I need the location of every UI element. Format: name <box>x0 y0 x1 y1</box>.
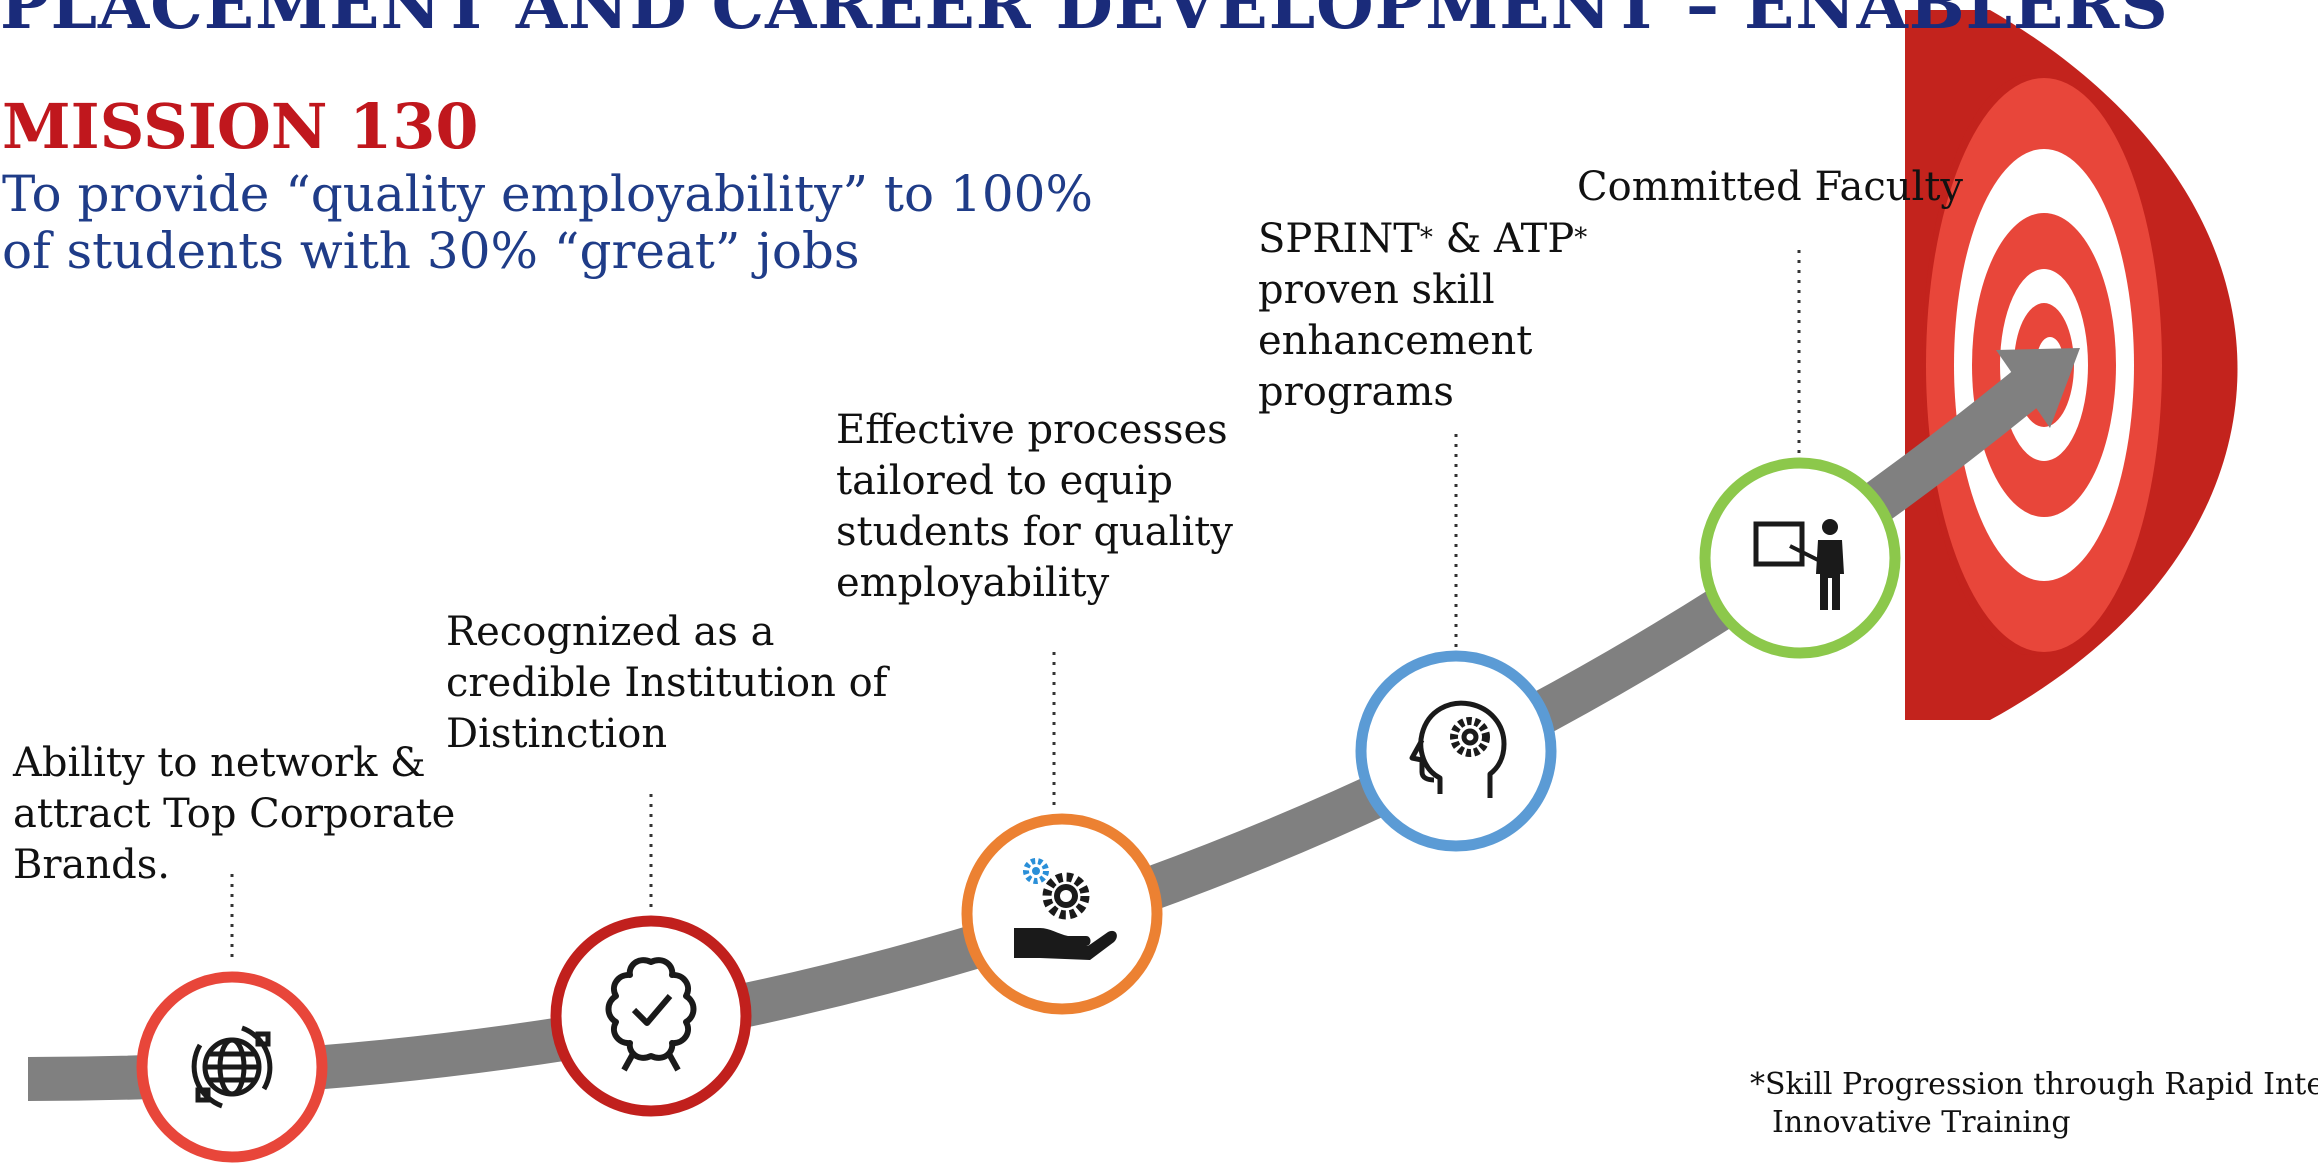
page-title: PLACEMENT AND CAREER DEVELOPMENT – ENABL… <box>0 0 2169 44</box>
caption-line: proven skill <box>1258 267 1495 313</box>
caption-line: Brands. <box>13 842 170 888</box>
mission-heading: MISSION 130 <box>2 90 479 163</box>
mission-line-2: of students with 30% “great” jobs <box>2 222 860 280</box>
award-badge-icon <box>605 957 697 1072</box>
caption-line: tailored to equip <box>836 458 1174 504</box>
footnote: *Skill Progression through Rapid Intensi… <box>1750 1066 2318 1142</box>
enabler-node-2 <box>550 915 752 1117</box>
caption-line: students for quality <box>836 509 1233 555</box>
caption-line: attract Top Corporate <box>13 791 456 837</box>
hand-gears-icon <box>1014 858 1117 960</box>
asterisk-mark: * <box>1419 223 1433 253</box>
caption-line: enhancement <box>1258 318 1533 364</box>
caption-line: employability <box>836 560 1110 606</box>
caption-line: credible Institution of <box>446 660 888 706</box>
enabler-node-5 <box>1699 457 1901 659</box>
globe-network-icon <box>191 1025 273 1109</box>
caption-line: Ability to network & <box>13 740 426 786</box>
enabler-node-3 <box>961 813 1163 1015</box>
head-gear-icon <box>1409 700 1507 798</box>
caption-line: programs <box>1258 369 1454 415</box>
enabler-caption-4: SPRINT* & ATP* proven skill enhancement … <box>1258 213 1587 418</box>
connector-lines <box>230 250 1801 963</box>
caption-line: Effective processes <box>836 407 1228 453</box>
footnote-line-2: Innovative Training <box>1772 1105 2071 1140</box>
caption-line: Committed Faculty <box>1577 164 1963 210</box>
caption-line: Distinction <box>446 711 668 757</box>
enabler-node-4 <box>1355 650 1557 852</box>
enabler-node-1 <box>136 971 328 1163</box>
enabler-caption-1: Ability to network & attract Top Corpora… <box>13 738 455 891</box>
enabler-caption-3: Effective processes tailored to equip st… <box>836 405 1233 609</box>
asterisk-mark: * <box>1574 223 1588 253</box>
teacher-board-icon <box>1753 519 1844 610</box>
caption-line: SPRINT* & ATP* <box>1258 216 1588 262</box>
mission-statement: To provide “quality employability” to 10… <box>2 166 1093 280</box>
enabler-caption-5: Committed Faculty <box>1577 162 1963 213</box>
footnote-line-1: *Skill Progression through Rapid Intensi… <box>1750 1067 2318 1102</box>
enabler-caption-2: Recognized as a credible Institution of … <box>446 607 887 760</box>
caption-line: Recognized as a <box>446 609 775 655</box>
mission-line-1: To provide “quality employability” to 10… <box>2 165 1093 223</box>
